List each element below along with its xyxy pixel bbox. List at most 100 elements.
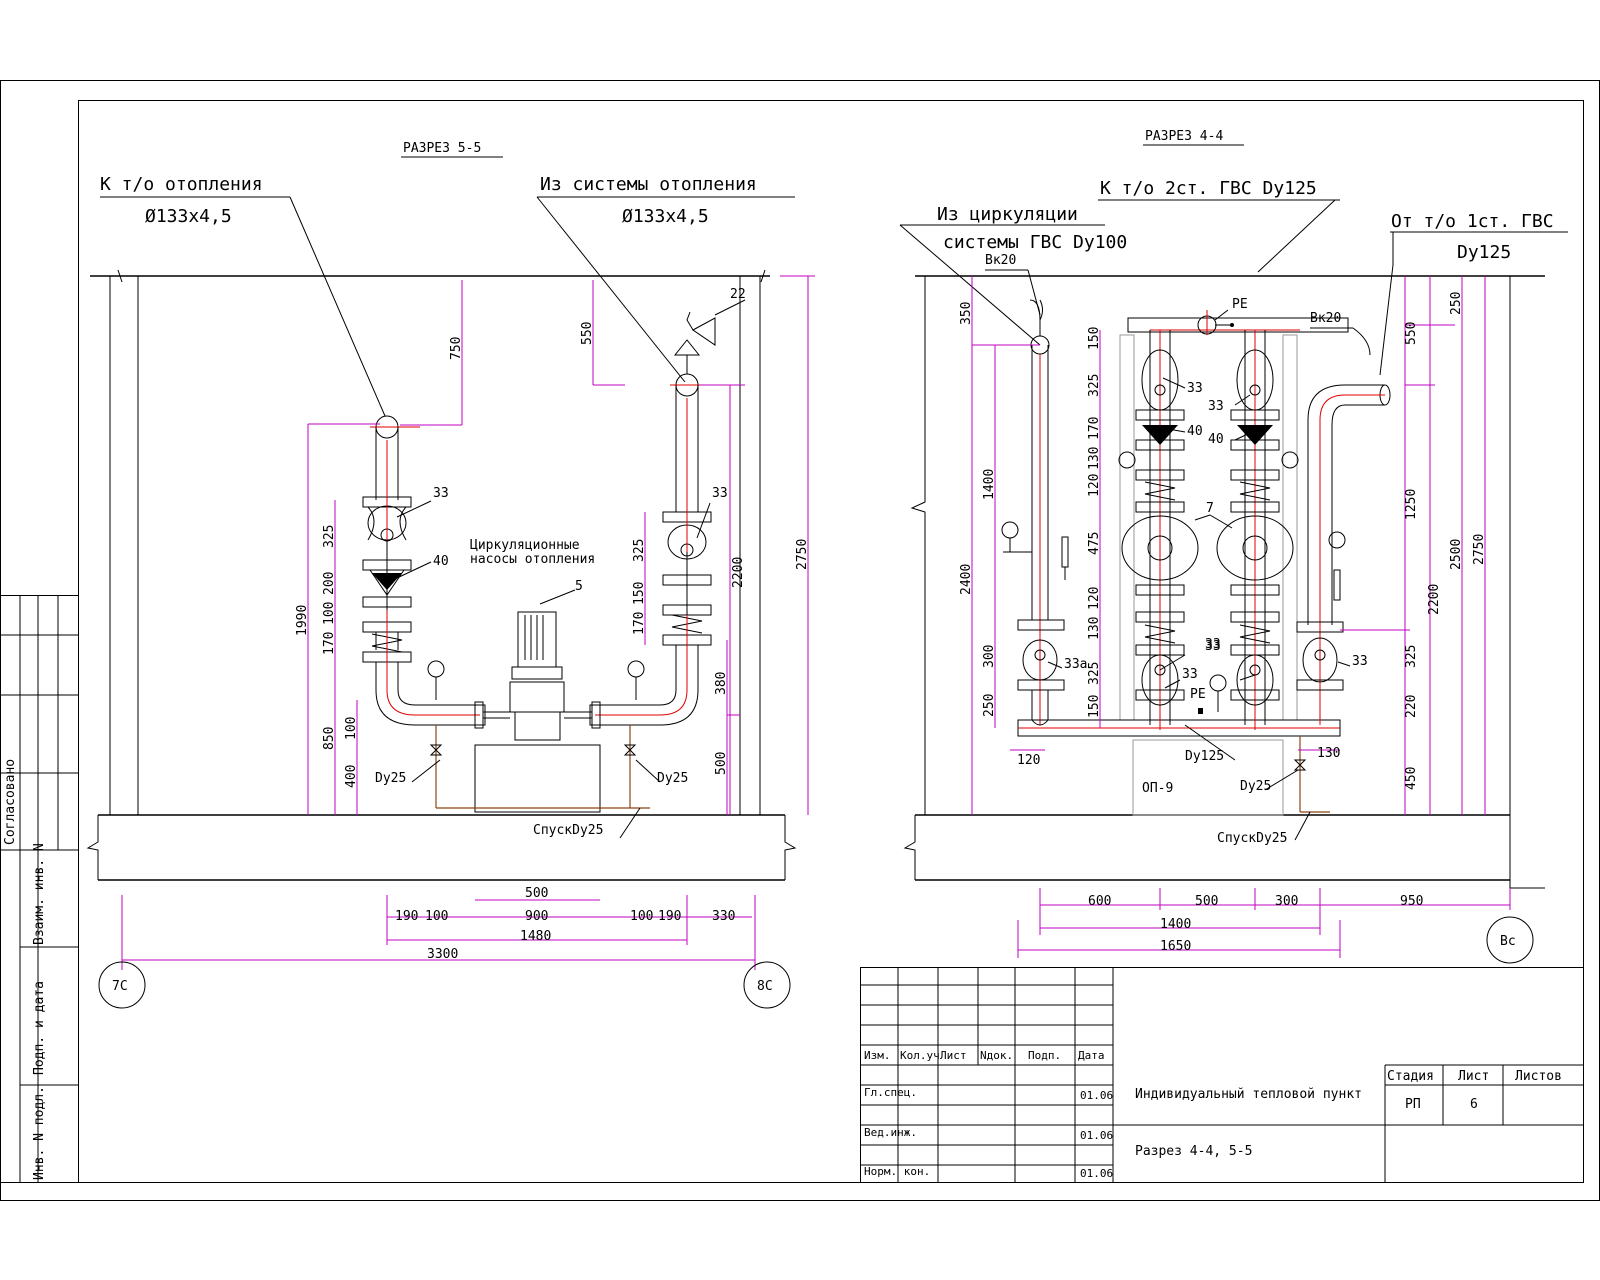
hdim-950: 950 bbox=[1400, 894, 1423, 909]
cdim-475: 475 bbox=[1087, 532, 1102, 555]
dim-330: 330 bbox=[712, 909, 735, 924]
tag-33-r1: 33 bbox=[1187, 381, 1203, 396]
axis-7c: 7С bbox=[112, 979, 128, 994]
tag-33-r2: 33 bbox=[1208, 399, 1224, 414]
date-1: 01.06 bbox=[1080, 1089, 1113, 1102]
supply-riser: Вк20 bbox=[1296, 264, 1394, 725]
pump-frame: PE bbox=[1017, 297, 1349, 737]
cdim-150b: 150 bbox=[1087, 695, 1102, 718]
cdim-325b: 325 bbox=[1087, 662, 1102, 685]
section-title-left: РАЗРЕЗ 5-5 bbox=[403, 141, 481, 156]
vk20-left: Вк20 bbox=[985, 253, 1016, 268]
dim-3300: 3300 bbox=[427, 947, 458, 962]
axis-8c: 8С bbox=[757, 979, 773, 994]
hdim-300: 300 bbox=[1275, 894, 1298, 909]
pipe-size-right: Ø133х4,5 bbox=[622, 206, 709, 227]
sheet-inner-frame bbox=[78, 100, 1584, 1183]
dy25-left: Dy25 bbox=[375, 771, 406, 786]
right-h-dims: 600 500 300 950 1400 1650 bbox=[1017, 888, 1511, 958]
sheet-number: 6 bbox=[1470, 1097, 1478, 1112]
dim-1990: 1990 bbox=[295, 605, 310, 636]
tag-33a: 33а bbox=[1064, 657, 1087, 672]
cdim-120a: 120 bbox=[1087, 474, 1102, 497]
hdim-1650: 1650 bbox=[1160, 939, 1191, 954]
axis-7c-bubble bbox=[98, 961, 146, 1009]
axis-8c-bubble bbox=[743, 961, 791, 1009]
lbl-to-heating: К т/о отопления bbox=[100, 174, 263, 195]
side-vzam: Взаим. инв. N bbox=[32, 843, 47, 945]
rrdim-1250: 1250 bbox=[1404, 489, 1419, 520]
cdim-150a: 150 bbox=[1087, 327, 1102, 350]
row-vedinzh: Вед.инж. bbox=[864, 1126, 917, 1139]
dim-400-l: 400 bbox=[344, 765, 359, 788]
hdim-1400: 1400 bbox=[1160, 917, 1191, 932]
dim-190-b: 190 bbox=[658, 909, 681, 924]
rdim-130: 130 bbox=[1317, 746, 1340, 761]
hdr-sheet: Лист bbox=[1458, 1069, 1489, 1084]
rrdim-2750: 2750 bbox=[1472, 534, 1487, 565]
lbl-to-2st: К т/о 2ст. ГВС Dy125 bbox=[1100, 178, 1317, 199]
pe-top: PE bbox=[1232, 297, 1248, 312]
tag-5: 5 bbox=[575, 579, 583, 594]
tag-40-left: 40 bbox=[433, 554, 449, 569]
dim-200-l: 200 bbox=[322, 572, 337, 595]
dim-850-l: 850 bbox=[322, 727, 337, 750]
side-podp: Подп. и дата bbox=[32, 981, 47, 1075]
axis-vc: Вс bbox=[1500, 934, 1516, 949]
dim-150-r: 150 bbox=[632, 582, 647, 605]
dim-380: 380 bbox=[714, 672, 729, 695]
section-4-4: РАЗРЕЗ 4-4 Из циркуляции системы ГВС Dy1… bbox=[899, 129, 1568, 964]
circulation-riser: Вк20 bbox=[985, 253, 1069, 726]
right-riser: 22 bbox=[595, 287, 746, 726]
tag-33-left-a: 33 bbox=[433, 486, 449, 501]
tag-33-r4: 33 bbox=[1182, 667, 1198, 682]
rdim-1400: 1400 bbox=[982, 469, 997, 500]
cdim-170: 170 bbox=[1087, 417, 1102, 440]
dim-900: 900 bbox=[525, 909, 548, 924]
lbl-from-1st-1: От т/о 1ст. ГВС bbox=[1391, 211, 1554, 232]
circulation-pump: 5 bbox=[470, 579, 605, 813]
dy25-right: Dy25 bbox=[657, 771, 688, 786]
rrdim-250: 250 bbox=[1449, 292, 1464, 315]
pump-column-a bbox=[1121, 330, 1199, 730]
dim-550: 550 bbox=[580, 322, 595, 345]
dim-1480: 1480 bbox=[520, 929, 551, 944]
left-h-dims: 500 190 100 900 100 190 330 1480 3300 bbox=[121, 886, 756, 970]
side-agreed: Согласовано bbox=[3, 759, 18, 845]
rrdim-220: 220 bbox=[1404, 695, 1419, 718]
sheet-outer-frame bbox=[0, 80, 1600, 1201]
dy125: Dy125 bbox=[1185, 749, 1224, 764]
op9-box bbox=[1132, 739, 1284, 816]
lbl-from-circ-1: Из циркуляции bbox=[937, 204, 1078, 225]
dy25-r: Dy25 bbox=[1240, 779, 1271, 794]
col-ndok: Nдок. bbox=[980, 1049, 1013, 1062]
col-data: Дата bbox=[1078, 1049, 1105, 1062]
hdr-sheets: Листов bbox=[1515, 1069, 1562, 1084]
rdim-120: 120 bbox=[1017, 753, 1040, 768]
stage: РП bbox=[1405, 1097, 1421, 1112]
tag-40-r2: 40 bbox=[1208, 432, 1224, 447]
project-title: Индивидуальный тепловой пункт bbox=[1135, 1087, 1362, 1102]
cdim-130b: 130 bbox=[1087, 617, 1102, 640]
left-dims: 1990 325 200 100 170 850 100 400 750 550… bbox=[295, 275, 815, 815]
dim-170-l: 170 bbox=[322, 632, 337, 655]
dim-325-l: 325 bbox=[322, 525, 337, 548]
tag-40-r1: 40 bbox=[1187, 424, 1203, 439]
left-gauges bbox=[427, 660, 650, 809]
left-riser bbox=[362, 415, 480, 726]
section-title-right: РАЗРЕЗ 4-4 bbox=[1145, 129, 1223, 144]
col-list: Лист bbox=[940, 1049, 967, 1062]
date-2: 01.06 bbox=[1080, 1129, 1113, 1142]
rdim-300: 300 bbox=[982, 645, 997, 668]
dim-190-a: 190 bbox=[395, 909, 418, 924]
row-normkon: Норм. кон. bbox=[864, 1165, 930, 1178]
rrdim-450: 450 bbox=[1404, 767, 1419, 790]
dim-100-l2: 100 bbox=[344, 717, 359, 740]
tag-22: 22 bbox=[730, 287, 746, 302]
hdim-500: 500 bbox=[1195, 894, 1218, 909]
tag-33-r3: 33 bbox=[1205, 637, 1221, 652]
rrdim-2500: 2500 bbox=[1449, 539, 1464, 570]
cdim-130a: 130 bbox=[1087, 447, 1102, 470]
dim-100-a: 100 bbox=[425, 909, 448, 924]
